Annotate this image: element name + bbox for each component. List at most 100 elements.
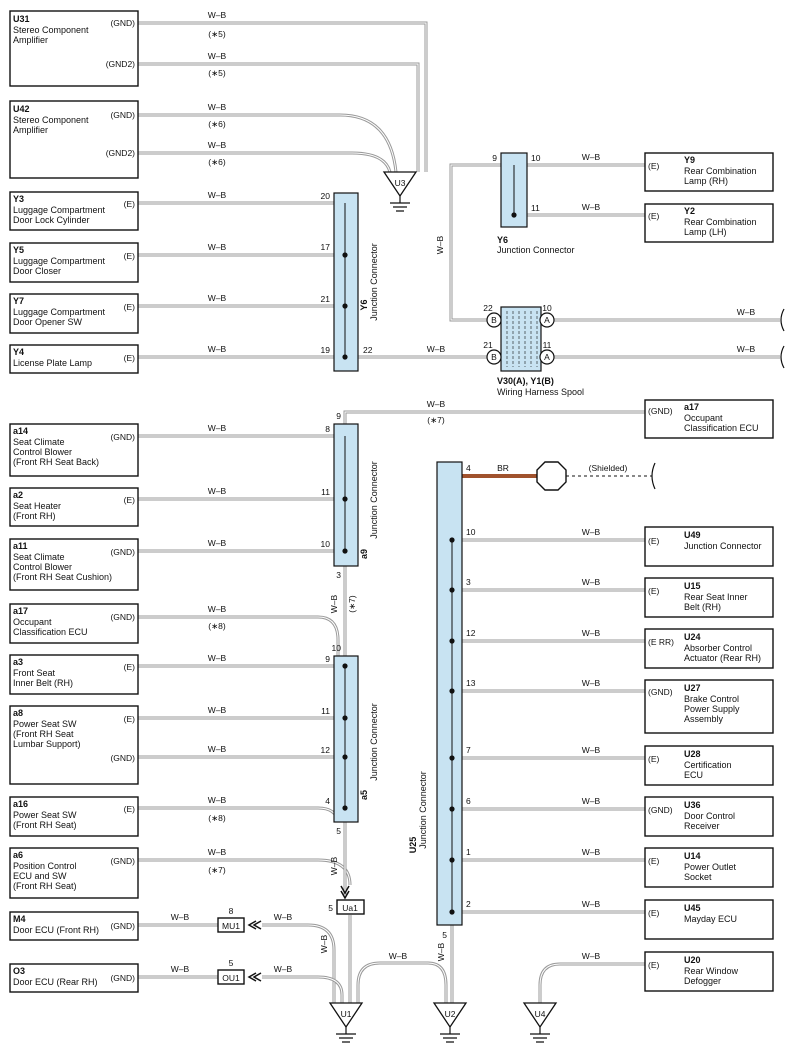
- svg-text:W–B: W–B: [208, 190, 227, 200]
- svg-text:W–B: W–B: [582, 527, 601, 537]
- svg-text:W–B: W–B: [208, 486, 227, 496]
- svg-text:4: 4: [466, 463, 471, 473]
- svg-text:Y4: Y4: [13, 347, 24, 357]
- u25-caption: Junction Connector: [418, 771, 428, 849]
- u25-junction-connector: [436, 461, 463, 926]
- svg-text:Stereo Component: Stereo Component: [13, 115, 89, 125]
- svg-text:Socket: Socket: [684, 872, 712, 882]
- svg-text:(Front RH Seat Back): (Front RH Seat Back): [13, 457, 99, 467]
- svg-text:W–B: W–B: [436, 942, 446, 961]
- svg-text:(GND): (GND): [110, 612, 135, 622]
- svg-text:Position Control: Position Control: [13, 861, 77, 871]
- svg-text:(E): (E): [124, 251, 136, 261]
- component-u28: (E) U28 Certification ECU: [644, 745, 774, 786]
- component-a3: a3 Front Seat Inner Belt (RH) (E): [9, 654, 139, 695]
- svg-text:W–B: W–B: [582, 628, 601, 638]
- svg-text:a17: a17: [13, 606, 28, 616]
- shield-symbol: [536, 461, 567, 491]
- svg-text:Occupant: Occupant: [684, 413, 723, 423]
- spool-pin-a: A: [544, 315, 550, 325]
- svg-text:Rear Combination: Rear Combination: [684, 217, 757, 227]
- component-y2: (E) Y2 Rear Combination Lamp (LH): [644, 203, 774, 243]
- svg-text:Seat Climate: Seat Climate: [13, 437, 65, 447]
- svg-text:(E): (E): [124, 199, 136, 209]
- svg-text:(Front RH Seat): (Front RH Seat): [13, 820, 77, 830]
- svg-text:O3: O3: [13, 966, 25, 976]
- component-y3: Y3 Luggage Compartment Door Lock Cylinde…: [9, 191, 139, 231]
- svg-text:3: 3: [336, 570, 341, 580]
- svg-text:W–B: W–B: [582, 951, 601, 961]
- svg-text:(GND): (GND): [110, 110, 135, 120]
- components-left: U31 Stereo Component Amplifier (GND) (GN…: [9, 10, 139, 993]
- svg-text:Rear Window: Rear Window: [684, 966, 739, 976]
- svg-text:(GND): (GND): [110, 432, 135, 442]
- break-mark: [780, 345, 785, 369]
- svg-text:U24: U24: [684, 632, 701, 642]
- svg-text:12: 12: [466, 628, 476, 638]
- splice-dots: [342, 212, 517, 915]
- svg-text:Door Control: Door Control: [684, 811, 735, 821]
- svg-text:U49: U49: [684, 530, 701, 540]
- svg-text:Inner Belt (RH): Inner Belt (RH): [13, 678, 73, 688]
- svg-text:(E): (E): [648, 586, 660, 596]
- svg-text:a8: a8: [13, 708, 23, 718]
- component-u20: (E) U20 Rear Window Defogger: [644, 951, 774, 992]
- svg-text:20: 20: [321, 191, 331, 201]
- spool-caption: Wiring Harness Spool: [497, 387, 584, 397]
- component-y4: Y4 License Plate Lamp (E): [9, 344, 139, 374]
- y6-code: Y6: [359, 299, 369, 310]
- svg-text:(∗5): (∗5): [208, 29, 226, 39]
- svg-text:5: 5: [336, 826, 341, 836]
- svg-text:(∗7): (∗7): [347, 595, 357, 613]
- svg-text:Rear Combination: Rear Combination: [684, 166, 757, 176]
- svg-text:W–B: W–B: [208, 344, 227, 354]
- svg-text:W–B: W–B: [319, 934, 329, 953]
- svg-text:(GND): (GND): [110, 856, 135, 866]
- svg-text:(E): (E): [124, 804, 136, 814]
- connector-captions: Y6 Junction Connector Y6 Junction Connec…: [359, 235, 584, 853]
- svg-text:Door Closer: Door Closer: [13, 266, 61, 276]
- svg-text:W–B: W–B: [208, 140, 227, 150]
- a5-junction-connector: [333, 655, 359, 823]
- svg-text:Luggage Compartment: Luggage Compartment: [13, 256, 106, 266]
- svg-text:U31: U31: [13, 14, 30, 24]
- component-a2: a2 Seat Heater (Front RH) (E): [9, 487, 139, 527]
- component-u14: (E) U14 Power Outlet Socket: [644, 847, 774, 888]
- component-u15: (E) U15 Rear Seat Inner Belt (RH): [644, 577, 774, 618]
- component-u49: (E) U49 Junction Connector: [644, 526, 774, 567]
- svg-text:Luggage Compartment: Luggage Compartment: [13, 205, 106, 215]
- svg-text:U20: U20: [684, 955, 701, 965]
- svg-text:W–B: W–B: [427, 399, 446, 409]
- break-mark: [651, 462, 656, 490]
- a9-caption: Junction Connector: [369, 461, 379, 539]
- svg-text:ECU and SW: ECU and SW: [13, 871, 67, 881]
- svg-text:(E): (E): [648, 754, 660, 764]
- svg-text:W–B: W–B: [208, 604, 227, 614]
- svg-text:Brake Control: Brake Control: [684, 694, 739, 704]
- svg-text:(GND): (GND): [648, 805, 673, 815]
- wiring-harness-spool: [500, 306, 542, 372]
- svg-text:9: 9: [325, 654, 330, 664]
- svg-text:W–B: W–B: [582, 152, 601, 162]
- svg-text:21: 21: [483, 340, 493, 350]
- svg-text:(Front RH Seat: (Front RH Seat: [13, 729, 74, 739]
- svg-text:2: 2: [466, 899, 471, 909]
- svg-text:License Plate Lamp: License Plate Lamp: [13, 358, 92, 368]
- svg-text:a6: a6: [13, 850, 23, 860]
- a9-junction-connector: [333, 423, 359, 567]
- pin-numbers: 20 17 21 19 22 9 10 11 22 10 21 11 9 8 1…: [229, 153, 552, 968]
- svg-text:W–B: W–B: [208, 102, 227, 112]
- svg-text:(GND2): (GND2): [106, 59, 135, 69]
- svg-text:8: 8: [325, 424, 330, 434]
- svg-text:W–B: W–B: [329, 594, 339, 613]
- svg-text:9: 9: [492, 153, 497, 163]
- component-u24: (E RR) U24 Absorber Control Actuator (Re…: [644, 628, 774, 669]
- svg-text:Classification ECU: Classification ECU: [684, 423, 759, 433]
- svg-text:Control Blower: Control Blower: [13, 447, 72, 457]
- svg-text:W–B: W–B: [582, 202, 601, 212]
- svg-text:BR: BR: [497, 463, 509, 473]
- svg-text:(E): (E): [124, 495, 136, 505]
- svg-text:5: 5: [229, 958, 234, 968]
- svg-text:Front Seat: Front Seat: [13, 668, 56, 678]
- svg-text:W–B: W–B: [208, 10, 227, 20]
